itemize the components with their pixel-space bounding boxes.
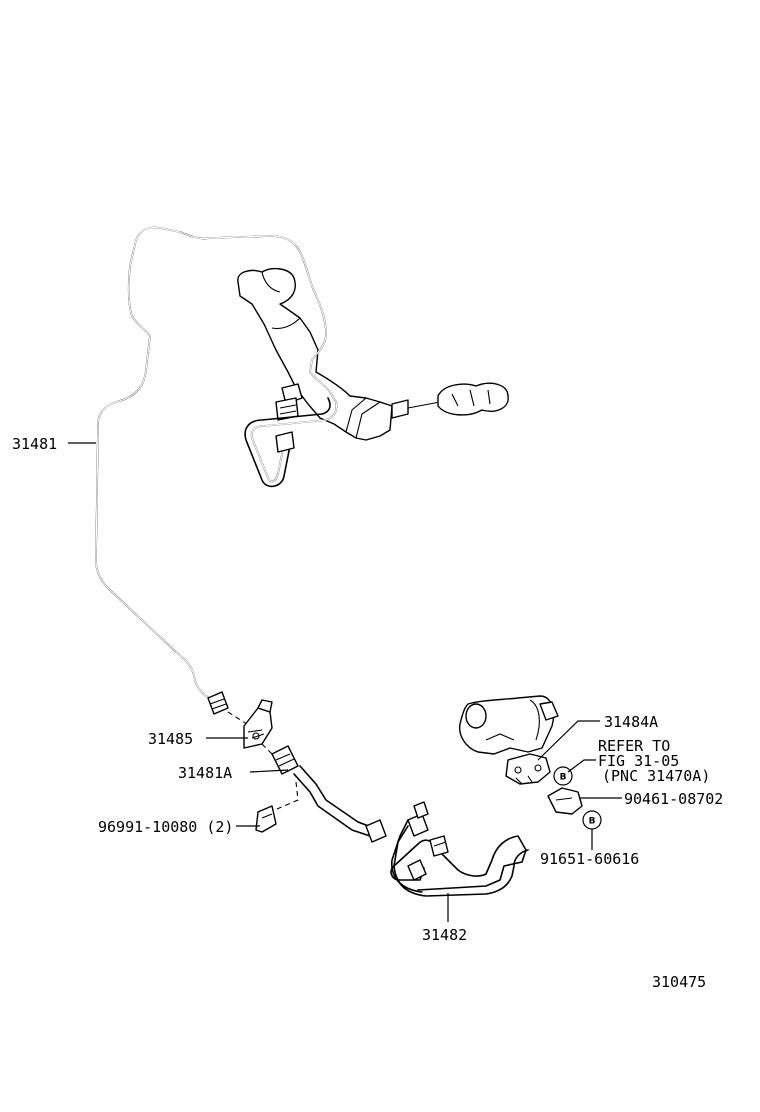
clip-96991 <box>255 805 277 833</box>
leader-31481a <box>249 769 289 773</box>
master-cylinder <box>237 267 509 441</box>
label-96991: 96991-10080 (2) <box>98 818 233 836</box>
pipe-31481 <box>95 226 338 715</box>
label-91651: 91651-60616 <box>540 850 639 868</box>
label-refer-2: FIG 31-05 <box>598 752 679 770</box>
pipe-31482 <box>390 801 529 897</box>
release-cylinder <box>459 695 583 815</box>
badge-b-2: B <box>582 810 602 830</box>
assembly-line-2 <box>261 743 275 757</box>
figure-number: 310475 <box>652 973 706 991</box>
leader-refer <box>567 759 596 773</box>
badge-b-1: B <box>553 766 573 786</box>
label-31482: 31482 <box>422 926 467 944</box>
hose-31481a <box>271 745 387 843</box>
label-31481a: 31481A <box>178 764 232 782</box>
bracket-31485 <box>243 699 273 749</box>
svg-text:B: B <box>589 817 596 827</box>
svg-text:B: B <box>560 773 567 783</box>
assembly-line-3 <box>269 781 299 813</box>
label-90461: 90461-08702 <box>624 790 723 808</box>
leader-31484a <box>537 720 600 761</box>
label-refer-1: REFER TO <box>598 737 670 755</box>
label-31484a: 31484A <box>604 713 658 731</box>
label-31485: 31485 <box>148 730 193 748</box>
label-refer-3: (PNC 31470A) <box>602 767 710 785</box>
label-31481: 31481 <box>12 435 57 453</box>
